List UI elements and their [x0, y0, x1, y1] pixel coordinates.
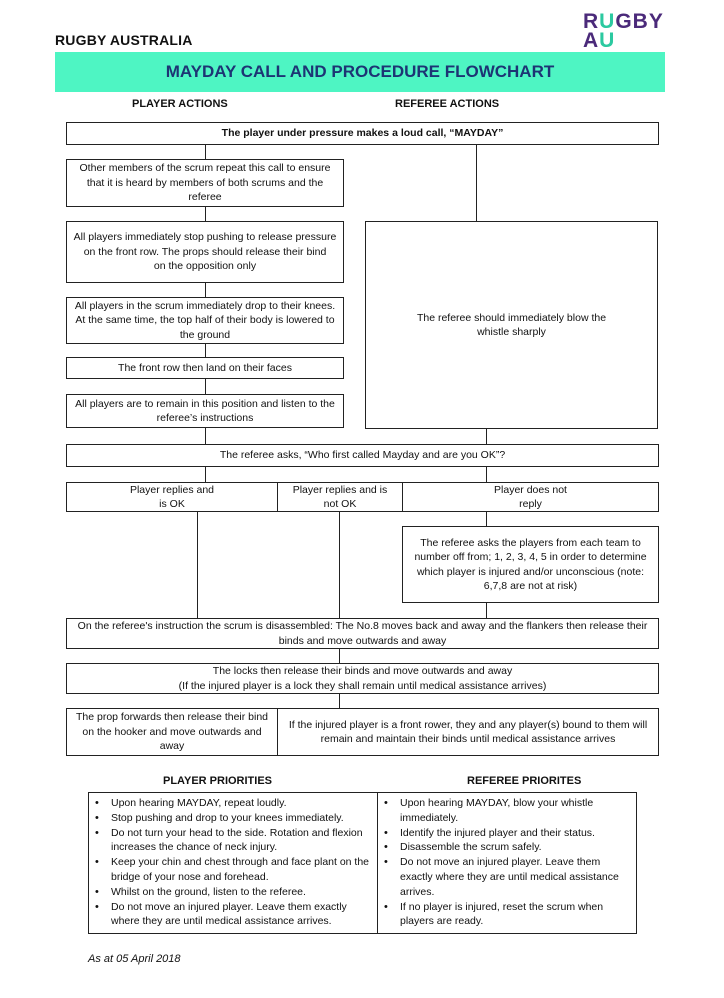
player-no-reply-box: Player does not reply: [402, 482, 659, 512]
number-off-box: The referee asks the players from each t…: [402, 526, 659, 603]
drop-to-knees-box: All players in the scrum immediately dro…: [66, 297, 344, 344]
rugby-au-logo: RUGBY AU: [583, 10, 664, 52]
front-rower-box: If the injured player is a front rower, …: [277, 708, 659, 756]
locks-release-note: (If the injured player is a lock they sh…: [178, 679, 547, 692]
referee-priorities-heading: REFEREE PRIORITES: [467, 775, 582, 787]
start-box: The player under pressure makes a loud c…: [66, 122, 659, 145]
stop-pushing-text: All players immediately stop pushing to …: [73, 231, 337, 258]
priority-item: Identify the injured player and their st…: [378, 826, 633, 841]
blow-whistle-box: The referee should immediately blow the …: [365, 221, 658, 429]
props-release-box: The prop forwards then release their bin…: [66, 708, 278, 756]
priorities-table: Upon hearing MAYDAY, repeat loudly.Stop …: [88, 792, 637, 934]
connector-line: [205, 427, 206, 444]
priority-item: Do not turn your head to the side. Rotat…: [89, 826, 375, 856]
connector-line: [205, 144, 206, 160]
date-footer: As at 05 April 2018: [88, 953, 181, 965]
connector-line: [339, 648, 340, 664]
title-banner: MAYDAY CALL AND PROCEDURE FLOWCHART: [55, 52, 665, 92]
connector-line: [339, 693, 340, 709]
connector-line: [205, 282, 206, 298]
player-actions-heading: PLAYER ACTIONS: [132, 98, 228, 110]
priority-item: Stop pushing and drop to your knees imme…: [89, 811, 375, 826]
priority-item: Whilst on the ground, listen to the refe…: [89, 885, 375, 900]
stop-pushing-box: All players immediately stop pushing to …: [66, 221, 344, 283]
organisation-name: RUGBY AUSTRALIA: [55, 32, 193, 48]
connector-line: [205, 206, 206, 222]
connector-line: [197, 511, 198, 618]
referee-priorities-list: Upon hearing MAYDAY, blow your whistle i…: [378, 796, 633, 929]
connector-line: [486, 511, 487, 527]
connector-line: [205, 343, 206, 357]
repeat-call-box: Other members of the scrum repeat this c…: [66, 159, 344, 207]
connector-line: [486, 602, 487, 618]
connector-line: [205, 378, 206, 394]
referee-actions-heading: REFEREE ACTIONS: [395, 98, 500, 110]
connector-line: [339, 511, 340, 618]
referee-asks-box: The referee asks, “Who first called Mayd…: [66, 444, 659, 467]
remain-in-position-box: All players are to remain in this positi…: [66, 394, 344, 428]
player-ok-box: Player replies and is OK: [66, 482, 278, 512]
priority-item: Upon hearing MAYDAY, blow your whistle i…: [378, 796, 633, 826]
connector-line: [486, 466, 487, 482]
locks-release-text: The locks then release their binds and m…: [212, 665, 513, 677]
locks-release-box: The locks then release their binds and m…: [66, 663, 659, 694]
connector-line: [205, 466, 206, 482]
priority-item: If no player is injured, reset the scrum…: [378, 900, 633, 930]
connector-line: [476, 144, 477, 222]
connector-line: [486, 428, 487, 444]
player-priorities-heading: PLAYER PRIORITIES: [163, 775, 273, 787]
priority-item: Do not move an injured player. Leave the…: [89, 900, 375, 930]
priority-item: Keep your chin and chest through and fac…: [89, 855, 375, 885]
scrum-disassembled-box: On the referee's instruction the scrum i…: [66, 618, 659, 649]
priority-item: Disassemble the scrum safely.: [378, 840, 633, 855]
front-row-faces-box: The front row then land on their faces: [66, 357, 344, 379]
player-not-ok-box: Player replies and is not OK: [277, 482, 403, 512]
priority-item: Upon hearing MAYDAY, repeat loudly.: [89, 796, 375, 811]
player-priorities-list: Upon hearing MAYDAY, repeat loudly.Stop …: [89, 796, 375, 929]
stop-pushing-note: on the opposition only: [153, 260, 257, 273]
priority-item: Do not move an injured player. Leave the…: [378, 855, 633, 899]
page-title: MAYDAY CALL AND PROCEDURE FLOWCHART: [165, 62, 555, 81]
